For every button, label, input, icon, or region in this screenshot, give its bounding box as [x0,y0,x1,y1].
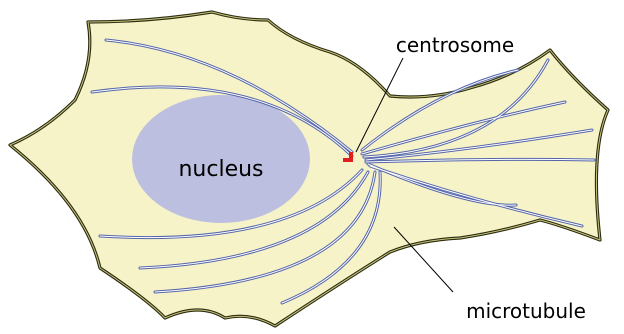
nucleus-label: nucleus [178,157,263,182]
centrosome-label: centrosome [396,33,514,57]
cell-membrane [10,12,608,326]
cell-body [10,12,608,326]
microtubule-label: microtubule [466,299,586,323]
